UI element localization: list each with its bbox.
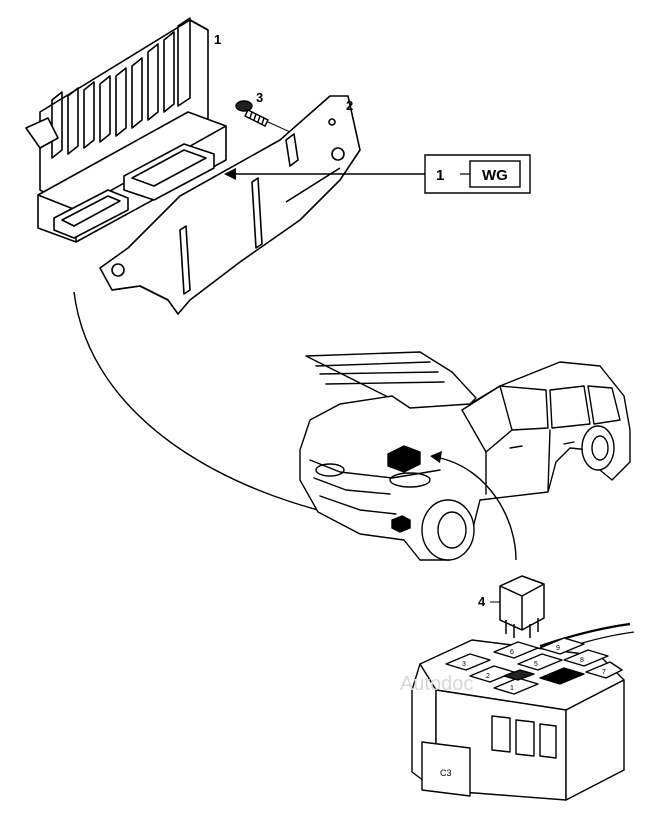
fuse-cell-3: 1 (510, 685, 514, 692)
fuse-cell-2: 2 (486, 673, 490, 680)
fuse-box (411, 622, 635, 801)
fuse-cell-7: 9 (556, 645, 560, 652)
control-module (25, 17, 227, 243)
reference-box (424, 154, 531, 194)
callout-relay: 4 (478, 594, 486, 609)
callout-screw: 3 (256, 90, 263, 105)
fuse-cell-1: 3 (462, 661, 466, 668)
reference-code: WG (482, 167, 508, 184)
reference-arrowhead (224, 168, 236, 180)
relay-location-arrowhead (430, 451, 442, 463)
callout-module: 1 (214, 32, 221, 47)
fuse-cell-6: 4 (556, 675, 560, 682)
screw (235, 100, 269, 127)
callout-bracket: 2 (346, 98, 353, 113)
reference-index: 1 (436, 167, 444, 184)
relay-location-arrow (439, 457, 517, 561)
watermark: Autodoc (400, 673, 473, 695)
fuse-cell-9: 7 (602, 669, 606, 676)
connector-label: C3 (440, 768, 452, 778)
car (299, 351, 631, 561)
fuse-cell-4: 6 (510, 649, 514, 656)
mounting-bracket (99, 95, 361, 315)
relay (499, 575, 545, 638)
fuse-cell-5: 5 (534, 661, 538, 668)
fuse-cell-8: 8 (580, 657, 584, 664)
